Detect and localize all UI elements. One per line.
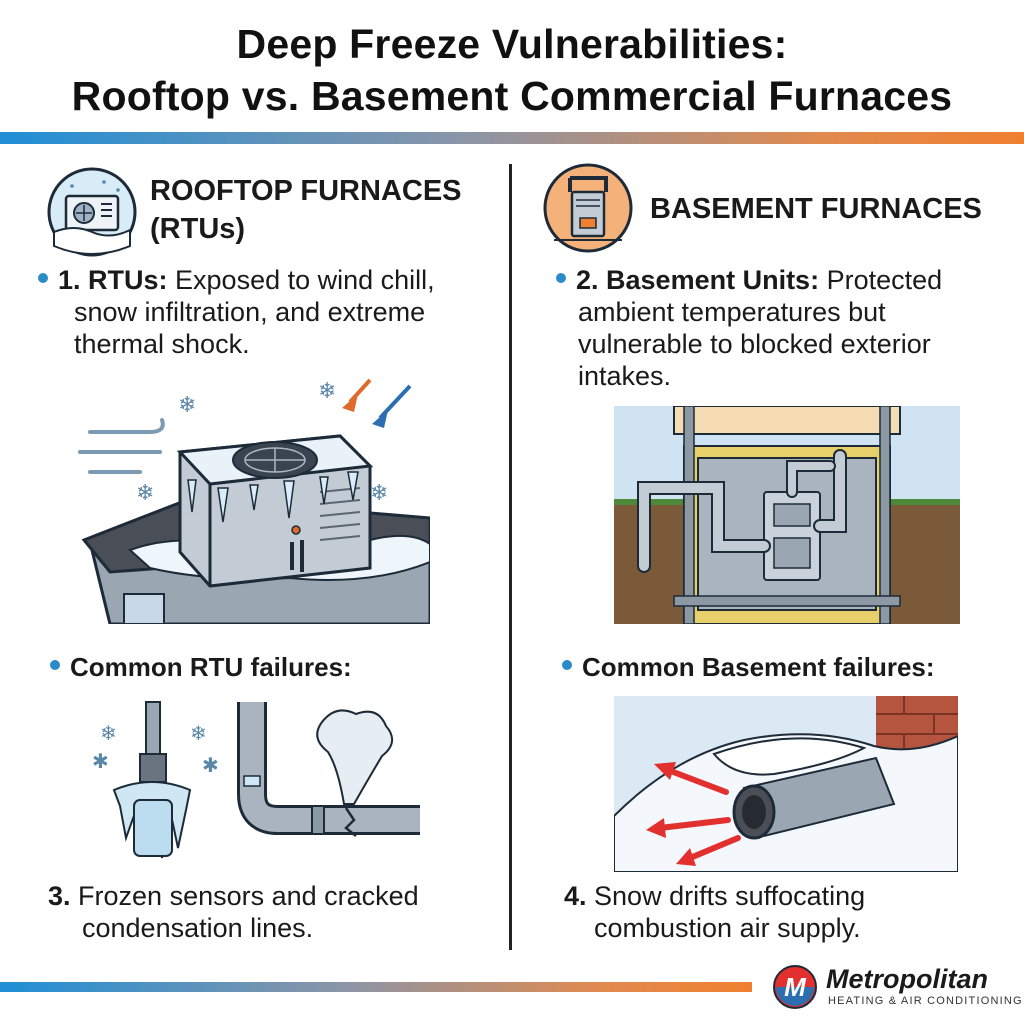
brand-name: Metropolitan xyxy=(826,964,988,994)
frozen-sensor-cracked-line-illustration: ❄ ❄ ✱ ✱ xyxy=(92,701,420,859)
snow-blocked-intake-illustration xyxy=(614,696,958,872)
basement-point-line-4: intakes. xyxy=(578,361,672,391)
svg-text:✱: ✱ xyxy=(202,753,219,777)
basement-caption: 4. Snow drifts suffocating combustion ai… xyxy=(564,880,1004,944)
svg-text:❄: ❄ xyxy=(190,721,207,745)
column-divider xyxy=(509,164,512,950)
basement-point-line-2: ambient temperatures but xyxy=(578,297,886,327)
rooftop-unit-icon xyxy=(47,167,137,257)
rooftop-heading: ROOFTOP FURNACES (RTUs) xyxy=(150,172,462,248)
bottom-gradient-divider xyxy=(0,982,752,992)
page-title: Deep Freeze Vulnerabilities: Rooftop vs.… xyxy=(0,18,1024,122)
svg-text:✱: ✱ xyxy=(92,749,109,773)
top-gradient-divider xyxy=(0,132,1024,144)
basement-caption-line-1: Snow drifts suffocating xyxy=(586,881,866,911)
frozen-rooftop-unit-illustration: ❄ ❄ ❄ ❄ xyxy=(78,378,430,624)
rtu-point: 1. RTUs: Exposed to wind chill, snow inf… xyxy=(38,264,498,360)
svg-text:❄: ❄ xyxy=(100,721,117,745)
svg-text:❄: ❄ xyxy=(370,481,388,506)
rooftop-heading-line-2: (RTUs) xyxy=(150,213,246,245)
rtu-point-line-3: thermal shock. xyxy=(74,329,250,359)
basement-caption-line-2: combustion air supply. xyxy=(594,913,861,943)
rooftop-heading-line-1: ROOFTOP FURNACES xyxy=(150,175,462,207)
bullet-dot xyxy=(50,660,60,671)
basement-point-line-1: Protected xyxy=(819,265,943,295)
title-line-2: Rooftop vs. Basement Commercial Furnaces xyxy=(71,73,953,119)
rtu-caption: 3. Frozen sensors and cracked condensati… xyxy=(48,880,488,944)
metropolitan-logo-mark: M xyxy=(773,965,817,1009)
title-line-1: Deep Freeze Vulnerabilities: xyxy=(236,21,788,67)
rtu-point-line-2: snow infiltration, and extreme xyxy=(74,297,426,327)
metropolitan-logo: M Metropolitan HEATING & AIR CONDITIONIN… xyxy=(772,962,1022,1012)
basement-point-label: 2. Basement Units: xyxy=(576,265,820,295)
svg-text:❄: ❄ xyxy=(178,393,196,418)
rtu-caption-number: 3. xyxy=(48,881,71,911)
svg-text:❄: ❄ xyxy=(136,481,154,506)
bullet-dot xyxy=(38,272,48,283)
rtu-caption-line-1: Frozen sensors and cracked xyxy=(70,881,419,911)
svg-text:❄: ❄ xyxy=(318,379,336,404)
bullet-dot xyxy=(562,660,572,671)
basement-point-line-3: vulnerable to blocked exterior xyxy=(578,329,931,359)
rtu-point-line-1: Exposed to wind chill, xyxy=(167,265,435,295)
rtu-caption-line-2: condensation lines. xyxy=(82,913,314,943)
svg-text:M: M xyxy=(784,972,807,1002)
bullet-dot xyxy=(556,272,566,283)
basement-point: 2. Basement Units: Protected ambient tem… xyxy=(556,264,1016,392)
basement-failures-heading: Common Basement failures: xyxy=(562,650,935,684)
basement-furnace-illustration xyxy=(614,406,960,624)
rtu-point-label: 1. RTUs: xyxy=(58,265,168,295)
basement-caption-number: 4. xyxy=(564,881,587,911)
rtu-failures-heading: Common RTU failures: xyxy=(50,650,352,684)
brand-tagline: HEATING & AIR CONDITIONING xyxy=(828,995,1023,1007)
basement-heading: BASEMENT FURNACES xyxy=(650,193,982,225)
basement-furnace-icon xyxy=(543,163,633,253)
